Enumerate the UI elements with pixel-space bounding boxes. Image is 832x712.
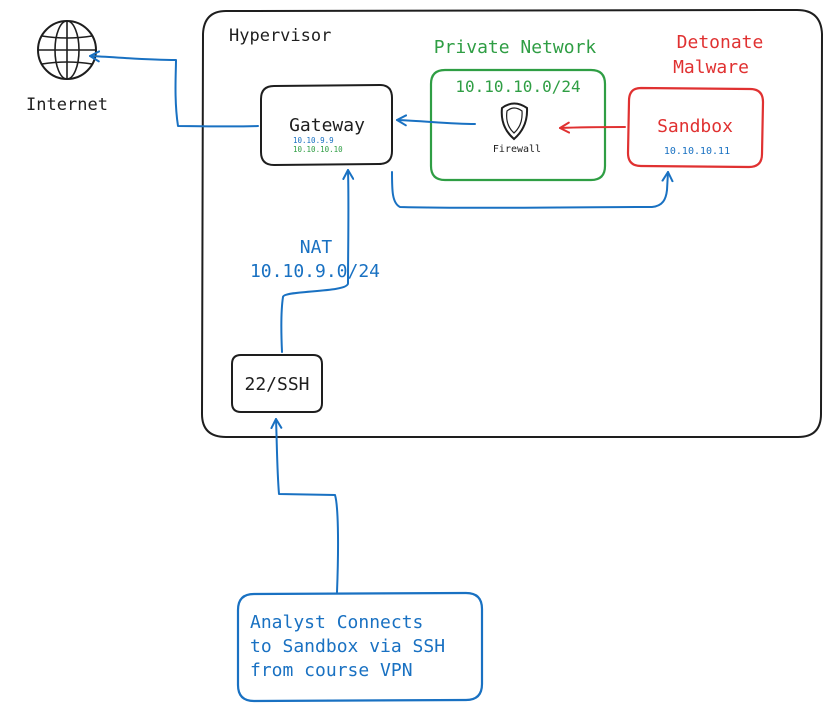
sandbox-title-line2: Malware (673, 57, 749, 78)
nat-subnet: 10.10.9.0/24 (250, 261, 380, 282)
hypervisor-container: Hypervisor (201, 9, 823, 438)
gateway-ip-nat: 10.10.9.9 (293, 136, 334, 145)
sandbox-ip: 10.10.10.11 (664, 146, 730, 157)
arrow-firewall-to-gateway (396, 114, 476, 127)
gateway-node: Gateway 10.10.9.9 10.10.10.10 (260, 84, 393, 166)
hypervisor-label: Hypervisor (229, 26, 331, 46)
analyst-line-1: Analyst Connects (250, 612, 423, 633)
private-network-subnet: 10.10.10.0/24 (455, 77, 580, 96)
sandbox-label: Sandbox (657, 116, 733, 137)
connectors (89, 50, 674, 593)
globe-icon (37, 20, 97, 80)
analyst-line-2: to Sandbox via SSH (250, 636, 445, 657)
nat-annotation: NAT 10.10.9.0/24 (250, 237, 380, 282)
gateway-label: Gateway (289, 115, 365, 136)
sandbox-title-line1: Detonate (677, 32, 764, 53)
ssh-node: 22/SSH (231, 354, 323, 413)
private-network-node: Private Network 10.10.10.0/24 Firewall (429, 37, 607, 182)
sandbox-node: Detonate Malware Sandbox 10.10.10.11 (626, 32, 765, 169)
arrow-analyst-to-ssh (270, 418, 340, 593)
firewall-label: Firewall (493, 144, 541, 155)
arrow-sandbox-to-firewall (559, 121, 626, 134)
arrow-gateway-to-sandbox (391, 171, 674, 209)
analyst-node: Analyst Connects to Sandbox via SSH from… (236, 591, 484, 703)
shield-icon (500, 102, 529, 141)
internet-label: Internet (26, 95, 108, 115)
private-network-title: Private Network (434, 37, 597, 58)
internet-node: Internet (26, 20, 108, 115)
nat-label: NAT (300, 237, 333, 258)
ssh-label: 22/SSH (244, 374, 309, 395)
gateway-ip-private: 10.10.10.10 (293, 145, 343, 154)
arrow-gateway-to-internet (89, 50, 259, 128)
analyst-line-3: from course VPN (250, 660, 413, 681)
arrow-ssh-to-gateway (280, 169, 355, 353)
